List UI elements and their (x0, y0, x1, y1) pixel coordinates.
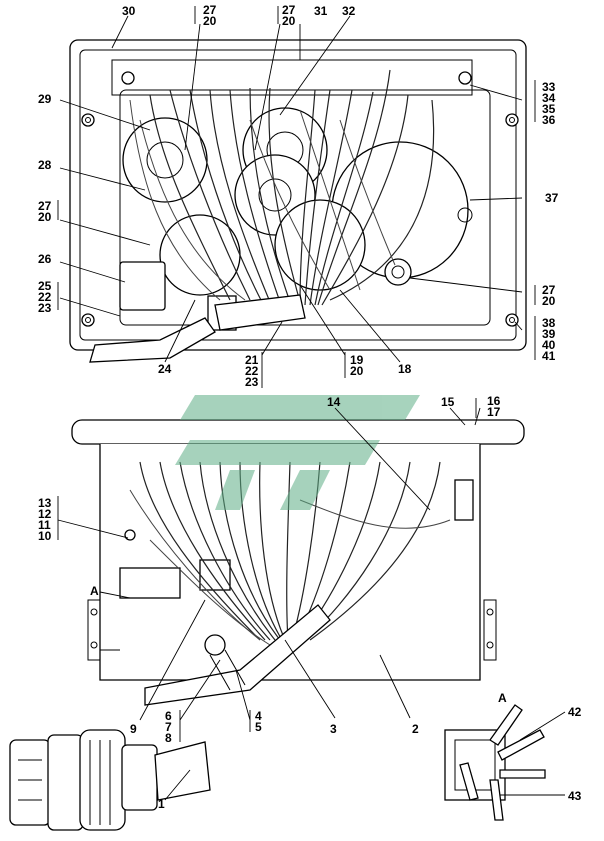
label-42: 42 (568, 705, 582, 719)
label-14: 14 (327, 395, 341, 409)
label-13: 13 (38, 496, 52, 510)
label-27d: 27 (542, 283, 556, 297)
view-a-marker: A (90, 584, 99, 598)
label-29: 29 (38, 92, 52, 106)
label-12: 12 (38, 507, 52, 521)
label-20d: 20 (542, 294, 556, 308)
label-20b: 20 (282, 14, 296, 28)
label-15: 15 (441, 395, 455, 409)
label-28: 28 (38, 158, 52, 172)
label-22b: 22 (245, 364, 259, 378)
label-40: 40 (542, 338, 556, 352)
label-20c: 20 (38, 210, 52, 224)
label-7: 7 (165, 720, 172, 734)
label-23b: 23 (245, 375, 259, 389)
label-37: 37 (545, 191, 559, 205)
callout-labels: 30 27 20 27 20 31 32 29 33 34 35 36 28 3… (38, 3, 582, 811)
label-27c: 27 (38, 199, 52, 213)
label-43: 43 (568, 789, 582, 803)
label-35: 35 (542, 102, 556, 116)
leader-lines (57, 6, 566, 801)
label-32: 32 (342, 4, 356, 18)
label-26: 26 (38, 252, 52, 266)
label-8: 8 (165, 731, 172, 745)
label-1: 1 (158, 797, 165, 811)
label-11: 11 (38, 518, 51, 532)
label-5: 5 (255, 720, 262, 734)
front-view-panel (71, 419, 525, 706)
label-4: 4 (255, 709, 262, 723)
label-2: 2 (412, 722, 419, 736)
label-24: 24 (158, 362, 172, 376)
label-21: 21 (245, 353, 259, 367)
label-22a: 22 (38, 290, 52, 304)
label-38: 38 (542, 316, 556, 330)
label-17: 17 (487, 405, 501, 419)
label-10: 10 (38, 529, 52, 543)
label-20e: 20 (350, 364, 364, 378)
label-30: 30 (122, 4, 136, 18)
label-6: 6 (165, 709, 172, 723)
label-31: 31 (314, 4, 328, 18)
label-18: 18 (398, 362, 412, 376)
inset-detail-a (444, 704, 546, 821)
top-view-panel (69, 39, 527, 363)
label-33: 33 (542, 80, 556, 94)
label-34: 34 (542, 91, 556, 105)
label-20a: 20 (203, 14, 217, 28)
label-9: 9 (130, 722, 137, 736)
watermark-logo (175, 395, 420, 510)
label-36: 36 (542, 113, 556, 127)
label-41: 41 (542, 349, 556, 363)
inset-a-marker: A (498, 691, 507, 705)
label-23a: 23 (38, 301, 52, 315)
label-27a: 27 (203, 3, 217, 17)
label-16: 16 (487, 394, 501, 408)
label-3: 3 (330, 722, 337, 736)
label-25: 25 (38, 279, 52, 293)
label-19: 19 (350, 353, 364, 367)
plug-connector-1 (9, 729, 211, 831)
label-27b: 27 (282, 3, 296, 17)
label-39: 39 (542, 327, 556, 341)
